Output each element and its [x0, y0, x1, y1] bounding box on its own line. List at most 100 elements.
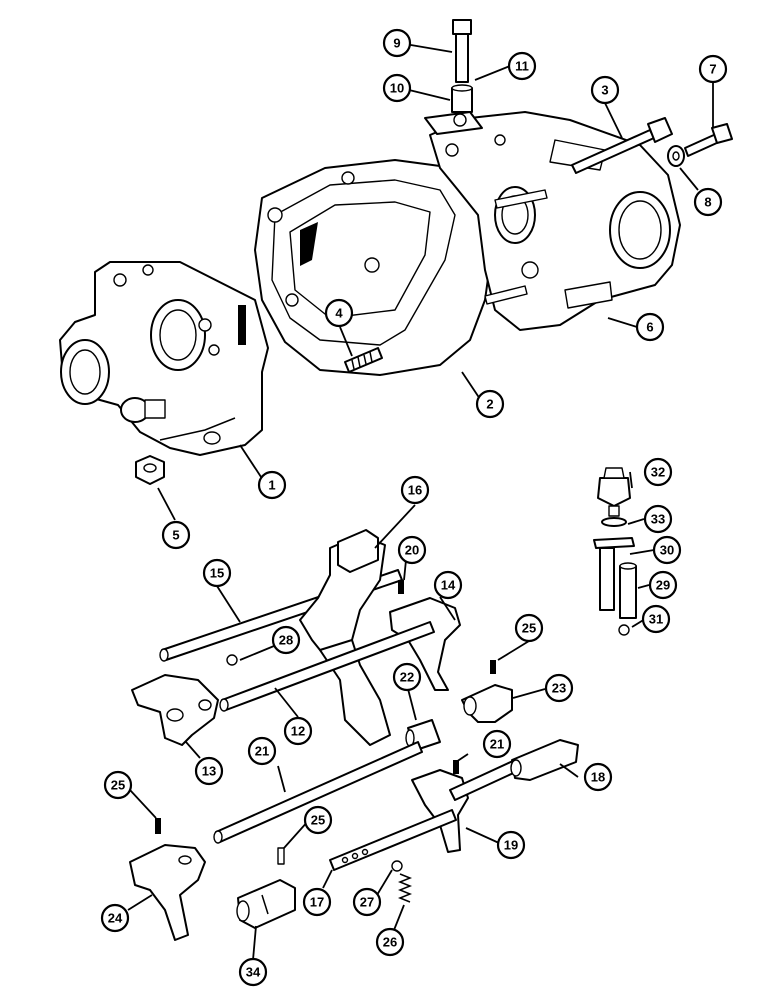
detent-pin-part-20: [398, 580, 404, 594]
svg-text:21: 21: [255, 744, 269, 759]
callout-11: 11: [507, 51, 537, 81]
svg-text:33: 33: [651, 512, 665, 527]
svg-text:15: 15: [210, 566, 224, 581]
callout-25-middle: 25: [303, 805, 333, 835]
roll-pin-part-25-right: [490, 660, 496, 674]
washer-part: [667, 145, 685, 167]
callout-31: 31: [641, 604, 671, 634]
selector-lug-part-18: [510, 739, 579, 781]
callout-21-right: 21: [482, 729, 512, 759]
svg-text:16: 16: [408, 483, 422, 498]
callout-7: 7: [698, 54, 728, 84]
svg-text:27: 27: [360, 895, 374, 910]
callout-26: 26: [375, 927, 405, 957]
shift-rod-part-17: [329, 809, 457, 871]
roll-pin-part-25-left: [155, 818, 161, 834]
callout-19: 19: [496, 830, 526, 860]
svg-text:13: 13: [202, 764, 216, 779]
svg-text:12: 12: [291, 724, 305, 739]
callout-28: 28: [271, 625, 301, 655]
svg-text:25: 25: [522, 621, 536, 636]
callout-12: 12: [283, 716, 313, 746]
callout-23: 23: [544, 673, 574, 703]
callout-17: 17: [302, 887, 332, 917]
callout-15: 15: [202, 558, 232, 588]
svg-text:29: 29: [656, 578, 670, 593]
svg-text:32: 32: [651, 465, 665, 480]
svg-text:24: 24: [108, 911, 123, 926]
svg-text:11: 11: [515, 59, 529, 74]
callout-1: 1: [257, 470, 287, 500]
svg-text:25: 25: [111, 778, 125, 793]
svg-text:22: 22: [400, 670, 414, 685]
callout-14: 14: [433, 570, 463, 600]
callout-5: 5: [161, 520, 191, 550]
svg-text:4: 4: [335, 306, 343, 321]
callout-8: 8: [693, 187, 723, 217]
svg-text:7: 7: [709, 62, 716, 77]
callout-29: 29: [648, 570, 678, 600]
svg-text:20: 20: [405, 543, 419, 558]
large-shift-fork-part: [299, 529, 391, 746]
callout-30: 30: [652, 535, 682, 565]
adapter-housing-part: [254, 159, 493, 376]
long-bolt-part: [571, 117, 673, 174]
svg-text:1: 1: [268, 478, 275, 493]
callout-10: 10: [382, 73, 412, 103]
callout-3: 3: [590, 75, 620, 105]
svg-text:14: 14: [441, 578, 456, 593]
svg-text:23: 23: [552, 681, 566, 696]
callout-24: 24: [100, 903, 130, 933]
callout-27: 27: [352, 887, 382, 917]
sleeve-part: [451, 84, 473, 113]
svg-text:10: 10: [390, 81, 404, 96]
svg-text:25: 25: [311, 813, 325, 828]
callout-6: 6: [635, 312, 665, 342]
svg-text:19: 19: [504, 838, 518, 853]
callout-13: 13: [194, 756, 224, 786]
clevis-part-34: [236, 879, 296, 929]
selector-block-part-23: [461, 684, 513, 723]
rear-housing-part: [424, 111, 681, 331]
callout-21-left: 21: [247, 736, 277, 766]
callout-9: 9: [382, 28, 412, 58]
spring-part-26: [397, 873, 413, 903]
callout-33: 33: [643, 504, 673, 534]
callout-32: 32: [643, 457, 673, 487]
callout-20: 20: [397, 535, 427, 565]
shift-fork-part-24: [129, 844, 206, 941]
svg-text:6: 6: [646, 320, 653, 335]
svg-text:2: 2: [486, 397, 493, 412]
svg-text:31: 31: [649, 612, 663, 627]
callout-22: 22: [392, 662, 422, 692]
svg-text:34: 34: [246, 965, 261, 980]
roll-pin-part-25-middle: [277, 847, 285, 865]
switch-assembly-part: [593, 467, 637, 636]
detent-ball-part-27: [391, 860, 403, 872]
stud-part: [344, 347, 383, 373]
shift-fork-part-19: [411, 759, 521, 853]
svg-text:26: 26: [383, 935, 397, 950]
callout-18: 18: [583, 762, 613, 792]
long-rod-part-21: [213, 741, 423, 844]
bolt-part: [684, 123, 733, 157]
callout-4: 4: [324, 298, 354, 328]
svg-text:28: 28: [279, 633, 293, 648]
callout-2: 2: [475, 389, 505, 419]
svg-text:8: 8: [704, 195, 711, 210]
svg-text:3: 3: [601, 83, 608, 98]
selector-bracket-part: [131, 674, 219, 746]
callout-34: 34: [238, 957, 268, 987]
svg-text:5: 5: [172, 528, 179, 543]
svg-text:17: 17: [310, 895, 324, 910]
callout-25-left: 25: [103, 770, 133, 800]
callout-25-upper: 25: [514, 613, 544, 643]
svg-text:21: 21: [490, 737, 504, 752]
callout-16: 16: [400, 475, 430, 505]
svg-text:9: 9: [393, 36, 400, 51]
svg-text:30: 30: [660, 543, 674, 558]
nut-part: [135, 455, 165, 485]
front-housing-part: [59, 261, 269, 456]
roll-pin-part-21-right: [453, 760, 459, 774]
